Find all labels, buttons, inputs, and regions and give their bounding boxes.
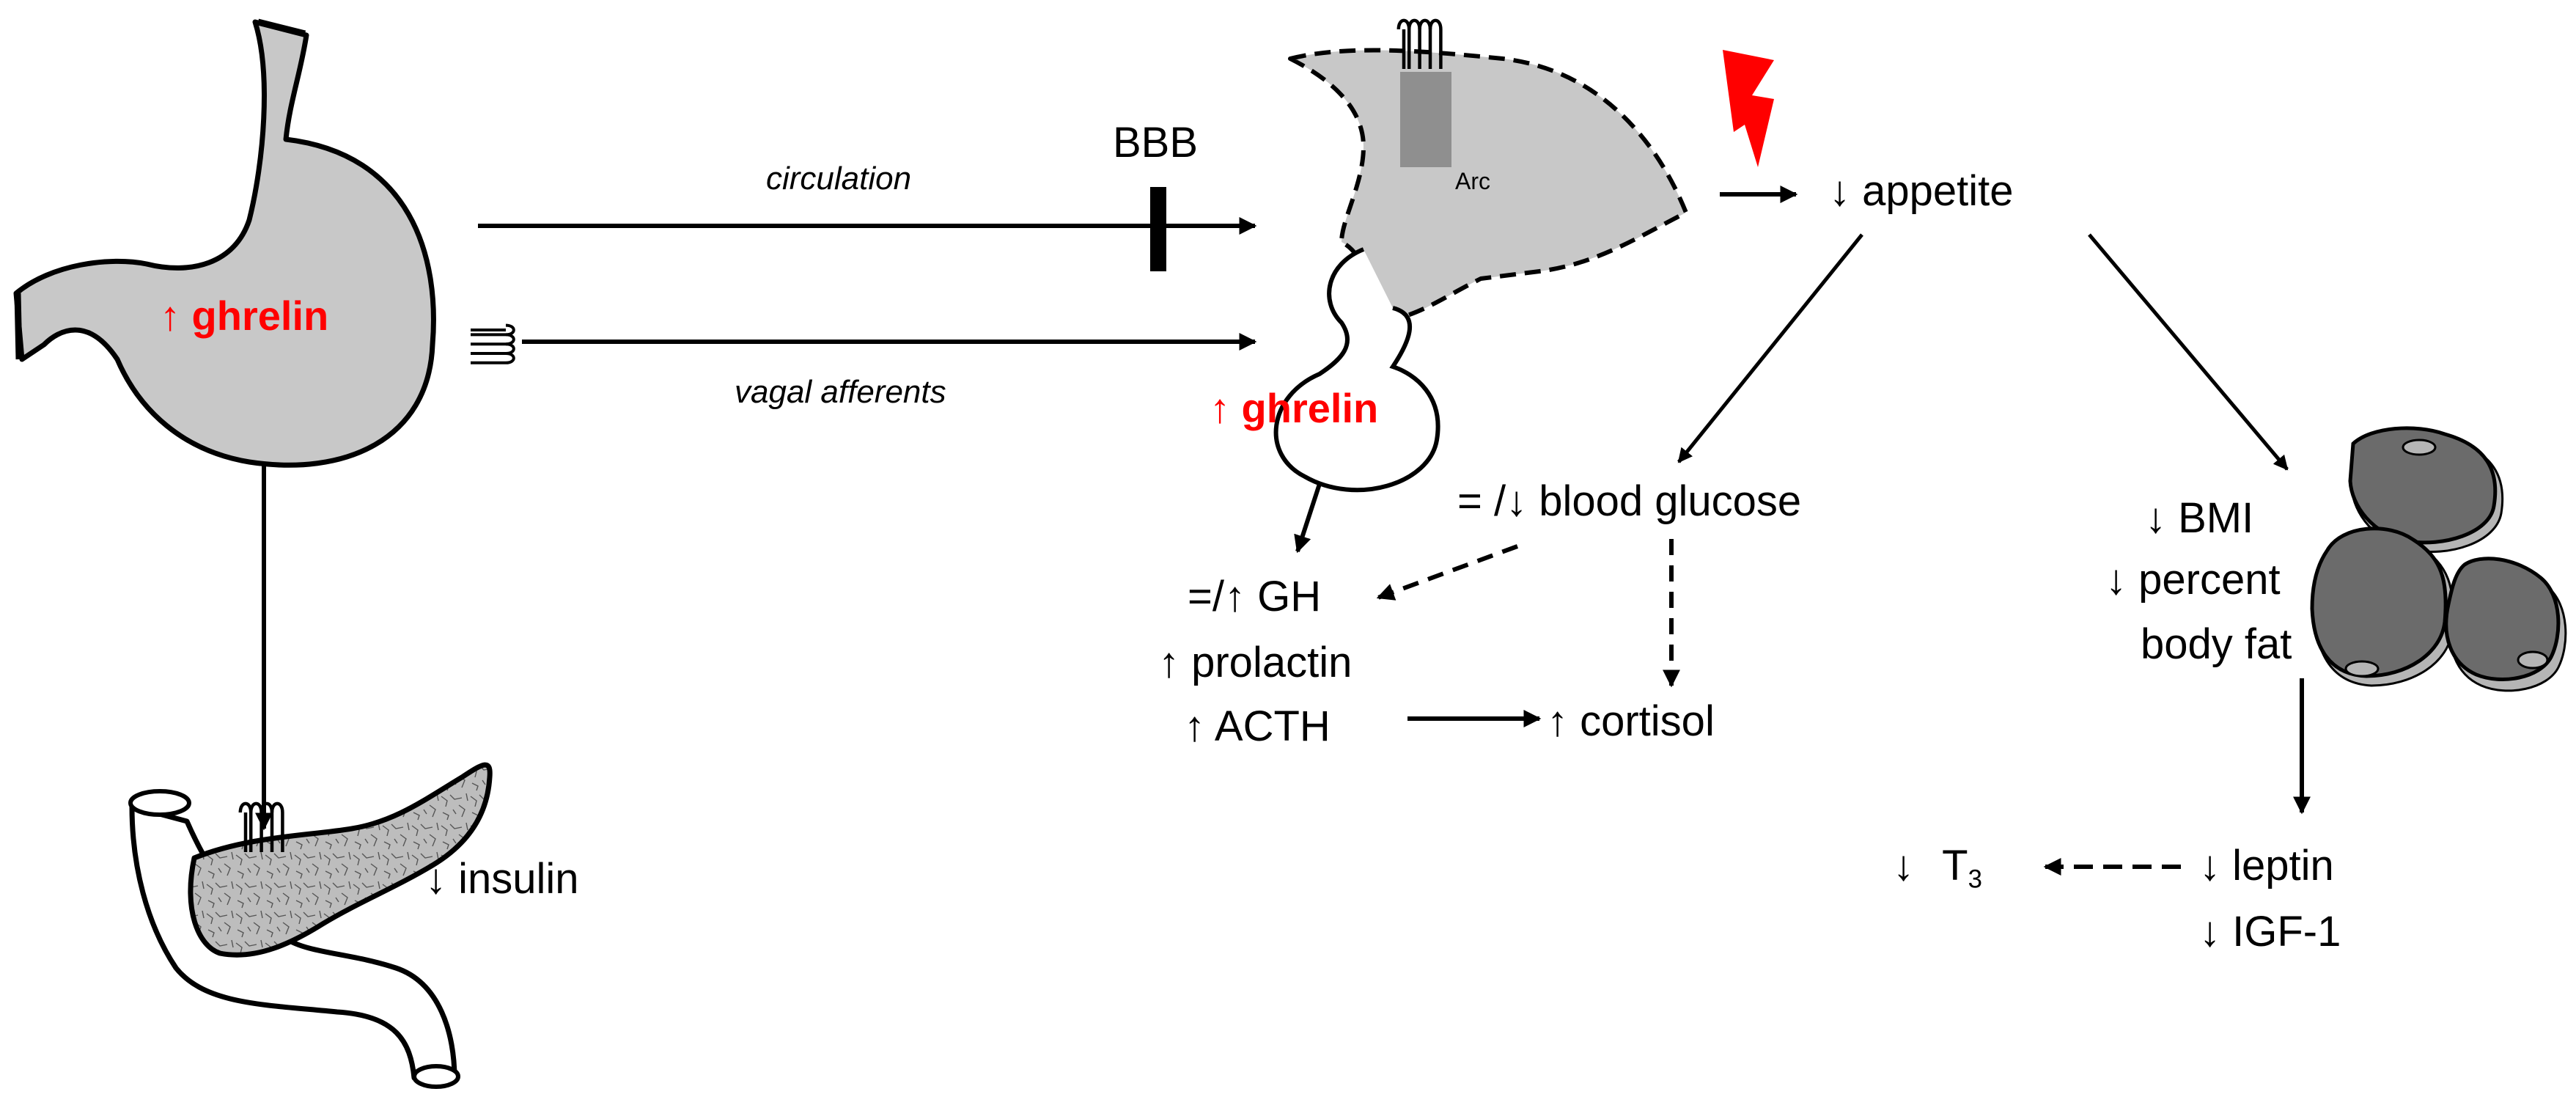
leptin-label: ↓ leptin [2199, 842, 2334, 889]
pancreas-icon [128, 762, 493, 1089]
appetite-fat-arrow [2088, 233, 2289, 471]
stomach-ghrelin-label: ↑ ghrelin [160, 293, 329, 339]
brain-hypothalamus-icon [1288, 48, 1688, 347]
insulin-label: ↓ insulin [425, 855, 579, 903]
receptor-coil-icon [471, 326, 514, 363]
pituitary-ghrelin-label: ↑ ghrelin [1210, 385, 1379, 431]
blood-glucose-label: = /↓ blood glucose [1457, 477, 1802, 525]
t3-arrow-glyph: ↓ [1893, 842, 1914, 889]
bmi-label: ↓ BMI [2145, 494, 2254, 542]
t3-subscript: 3 [1968, 865, 1982, 894]
t3-text: T [1942, 842, 1968, 889]
arc-label: Arc [1455, 168, 1490, 194]
pituitary-icon [1273, 247, 1440, 493]
t3-label: ↓ T3 [1893, 845, 1982, 892]
stomach-icon [13, 18, 436, 468]
fat-cells-icon [2310, 426, 2567, 692]
igf1-label: ↓ IGF-1 [2199, 908, 2341, 955]
glucose-gh-arrow [1376, 544, 1519, 601]
bbb-label: BBB [1113, 119, 1199, 166]
arc-region [1400, 72, 1451, 167]
appetite-glucose-arrow [1677, 233, 1863, 463]
prolactin-label: ↑ prolactin [1158, 639, 1353, 686]
pituitary-gh-arrow [1294, 483, 1322, 554]
gh-label: =/↑ GH [1188, 573, 1322, 620]
appetite-label: ↓ appetite [1829, 167, 2014, 215]
cortisol-label: ↑ cortisol [1547, 697, 1715, 745]
acth-label: ↑ ACTH [1184, 702, 1331, 750]
percent-label: ↓ percent [2105, 556, 2281, 603]
body-fat-label: body fat [2141, 620, 2292, 668]
vagal-afferents-label: vagal afferents [735, 374, 946, 410]
lightning-bolt-icon [1723, 50, 1774, 167]
circulation-label: circulation [766, 161, 912, 197]
